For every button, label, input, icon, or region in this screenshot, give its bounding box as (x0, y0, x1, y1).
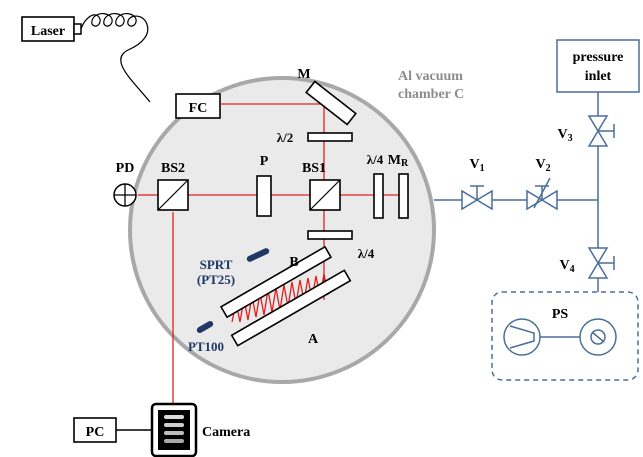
pt100-label: PT100 (188, 339, 224, 354)
optical-fiber (80, 12, 151, 103)
mirror-mr-label: MR (388, 153, 409, 169)
sprt-sensor (246, 248, 270, 262)
bs1-label: BS1 (302, 161, 326, 176)
quarter-wave-plate-bottom (307, 230, 353, 240)
quarter-wave-right-label: λ/4 (367, 152, 384, 167)
chamber-label-line2: chamber C (398, 87, 464, 102)
polarizer (256, 175, 272, 217)
mirror-mr (398, 173, 409, 219)
pressure-inlet-box (556, 39, 640, 93)
beam-cavity-zigzag (231, 273, 334, 323)
valve-v1-label: V1 (469, 157, 484, 174)
pump-system-label: PS (552, 307, 569, 322)
bs2-diagonal (157, 179, 189, 211)
camera-label: Camera (202, 425, 250, 440)
valve-v4-label: V4 (559, 258, 574, 275)
pc-label: PC (86, 425, 105, 440)
half-wave-label: λ/2 (277, 130, 294, 145)
valve-v2-needle (533, 177, 551, 209)
pump-left (503, 318, 541, 356)
camera-fringe-3 (164, 431, 184, 435)
pump-right-vane (591, 331, 605, 343)
laser-port (73, 23, 82, 35)
half-wave-plate (307, 132, 353, 142)
bs2-label: BS2 (161, 161, 185, 176)
camera-fringe-1 (164, 415, 184, 419)
pressure-inlet-line2: inlet (585, 69, 612, 84)
valve-v3-label: V3 (557, 127, 572, 144)
pt100-sensor (196, 321, 214, 333)
laser-label: Laser (31, 24, 65, 39)
sprt-label-line2: (PT25) (197, 272, 235, 287)
mirror-m (305, 80, 357, 126)
mirror-m-label: M (297, 67, 310, 82)
polarizer-label: P (260, 154, 269, 169)
bs1-diagonal (309, 179, 341, 211)
cavity-a-label: A (308, 332, 319, 347)
pump-right-rotor (590, 329, 606, 345)
chamber-label-line1: Al vacuum (398, 69, 463, 84)
valve-v2-label: V2 (535, 157, 550, 174)
pressure-inlet-line1: pressure (573, 50, 624, 65)
quarter-wave-plate-right (373, 173, 384, 219)
cavity-bar-b (219, 245, 333, 319)
pump-left-symbol (509, 325, 535, 349)
laser-box (21, 16, 75, 42)
quarter-wave-bottom-label: λ/4 (358, 246, 375, 261)
camera-fringe-4 (164, 439, 184, 443)
fc-box (175, 93, 221, 119)
cavity-bar-a (230, 269, 352, 347)
sprt-label-line1: SPRT (200, 257, 233, 272)
cavity-b-label: B (289, 255, 298, 270)
pump-system-box (491, 291, 639, 381)
camera-fringe-2 (164, 423, 184, 427)
vacuum-chamber (128, 76, 436, 384)
pd-label: PD (116, 161, 135, 176)
fc-label: FC (189, 101, 208, 116)
